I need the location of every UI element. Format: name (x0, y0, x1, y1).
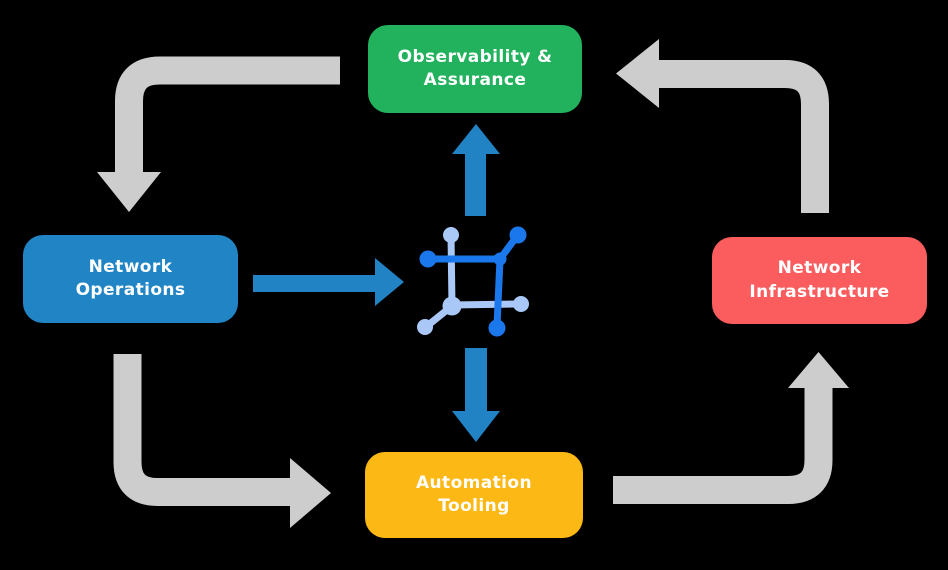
arrow-automation-to-infrastructure-icon (613, 352, 849, 504)
network-icon-dark-strokes (419, 226, 527, 337)
automation-tooling-node: Automation Tooling (365, 452, 583, 538)
arrow-observability-to-operations-icon (97, 56, 340, 212)
arrow-center-to-automation-icon (452, 348, 500, 442)
observability-assurance-node: Observability & Assurance (368, 25, 582, 113)
arrow-center-to-observability-icon (452, 124, 500, 216)
arrow-operations-to-automation-icon (113, 354, 331, 528)
network-infrastructure-node: Network Infrastructure (712, 237, 927, 324)
network-operations-label: Network Operations (75, 256, 186, 300)
network-icon-light-strokes (417, 227, 529, 335)
network-operations-node: Network Operations (23, 235, 238, 323)
automation-tooling-label: Automation Tooling (416, 472, 532, 516)
arrow-infrastructure-to-observability-icon (616, 39, 829, 213)
arrow-operations-to-center-icon (253, 258, 404, 306)
network-infrastructure-label: Network Infrastructure (749, 258, 890, 302)
network-platform-icon (417, 226, 529, 337)
observability-assurance-label: Observability & Assurance (397, 46, 553, 90)
